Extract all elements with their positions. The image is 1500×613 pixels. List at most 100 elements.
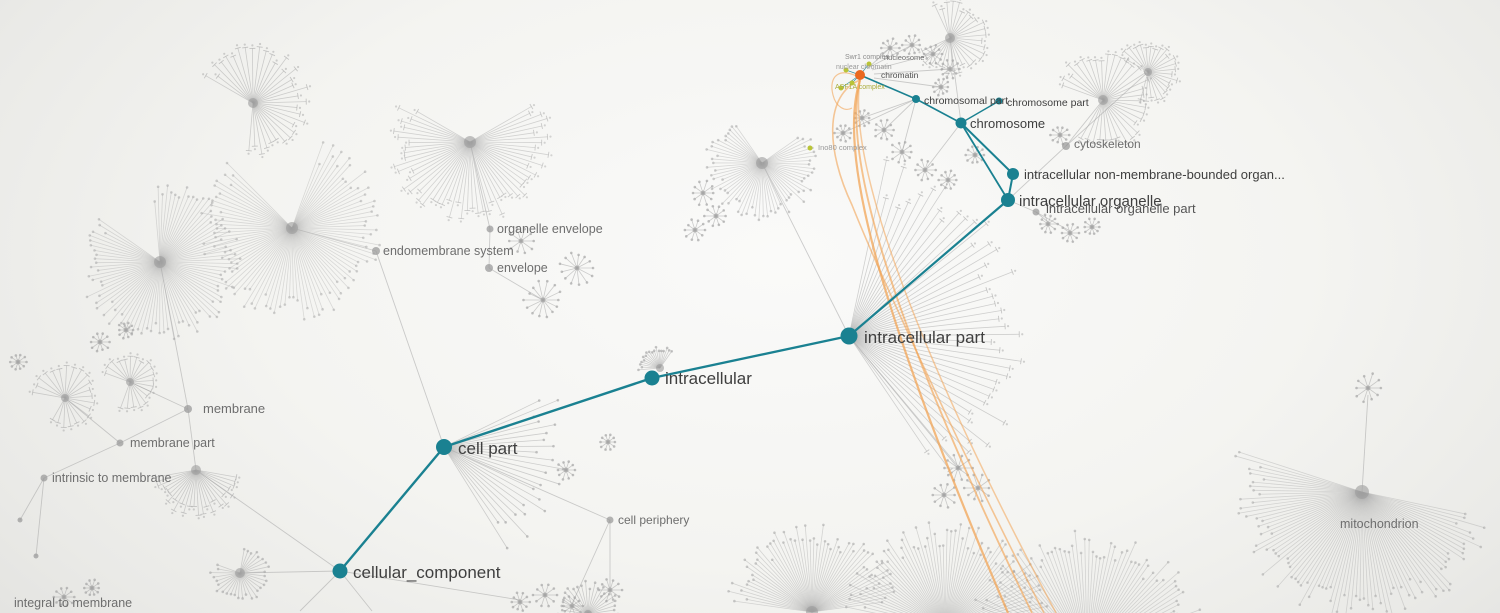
path-edge: [960, 100, 1000, 124]
gray-cluster: [556, 460, 577, 481]
gray-cluster: [531, 583, 559, 608]
node-cell_part[interactable]: [436, 439, 452, 455]
minor-node[interactable]: [843, 67, 849, 73]
gray-cluster: [389, 103, 553, 223]
gray-cluster: [597, 578, 624, 603]
term-label-small[interactable]: ASF1A complex: [835, 84, 885, 91]
term-label[interactable]: organelle envelope: [497, 222, 603, 236]
node-label-cellular_component[interactable]: cellular_component: [353, 563, 501, 582]
gray-cluster: [683, 218, 707, 242]
gray-cluster: [562, 595, 585, 613]
gray-cluster: [82, 578, 101, 597]
nodes: [332, 61, 1019, 579]
node-chromosome[interactable]: [955, 117, 967, 129]
gray-node[interactable]: [1032, 208, 1040, 216]
term-label[interactable]: membrane: [203, 401, 265, 416]
gray-node[interactable]: [485, 264, 493, 272]
node-cellular_component[interactable]: [332, 563, 348, 579]
gray-node[interactable]: [40, 474, 48, 482]
gray-cluster: [101, 352, 158, 413]
gray-cluster: [962, 473, 991, 503]
gray-cluster: [940, 58, 961, 80]
gray-node[interactable]: [606, 516, 614, 524]
term-label[interactable]: envelope: [497, 261, 548, 275]
term-label-small[interactable]: nucleosome: [884, 53, 924, 62]
node-intracellular_part[interactable]: [840, 327, 858, 345]
gray-cluster: [28, 361, 99, 432]
gray-cluster: [914, 158, 938, 182]
path-edge: [650, 334, 851, 380]
gray-node[interactable]: [17, 517, 23, 523]
gray-cluster: [1083, 217, 1101, 235]
selected-node-label[interactable]: chromatin: [881, 70, 919, 80]
gray-cluster: [202, 42, 312, 159]
gray-cluster: [702, 204, 727, 228]
term-label[interactable]: membrane part: [130, 436, 215, 450]
term-label-small[interactable]: Ino80 complex: [818, 143, 867, 152]
term-label[interactable]: integral to membrane: [14, 596, 132, 610]
gray-cluster: [117, 321, 135, 340]
node-label-chromosome[interactable]: chromosome: [970, 116, 1045, 131]
path-edge: [915, 98, 962, 124]
gray-clusters: [8, 0, 1486, 613]
term-label[interactable]: intrinsic to membrane: [52, 471, 172, 485]
gray-node[interactable]: [33, 553, 39, 559]
node-intracellular_organelle[interactable]: [1001, 193, 1015, 207]
path-edge: [960, 122, 1009, 201]
gray-node[interactable]: [116, 439, 124, 447]
gray-cluster: [931, 483, 956, 509]
path-edge: [338, 445, 446, 573]
node-label-intracellular_part[interactable]: intracellular part: [864, 328, 985, 347]
node-intracellular[interactable]: [644, 370, 660, 386]
node-label-chromosome_part[interactable]: chromosome part: [1007, 97, 1089, 109]
term-label[interactable]: cytoskeleton: [1074, 137, 1141, 151]
node-label-intracellular_nmb_organelle[interactable]: intracellular non-membrane-bounded organ…: [1024, 167, 1285, 182]
minor-node[interactable]: [866, 61, 872, 67]
node-label-cell_part[interactable]: cell part: [458, 439, 518, 458]
gray-node[interactable]: [372, 247, 380, 255]
gray-cluster: [844, 521, 1049, 613]
gray-cluster: [974, 529, 1202, 613]
highlight-curves: [831, 72, 1057, 613]
gray-cluster: [705, 124, 817, 222]
minor-node[interactable]: [849, 80, 855, 86]
gray-cluster: [1120, 40, 1181, 106]
gray-cluster: [8, 353, 28, 371]
gray-cluster: [1234, 450, 1486, 613]
gray-cluster: [209, 547, 270, 600]
gray-cluster: [900, 34, 922, 56]
gray-cluster: [599, 433, 617, 451]
node-label-chromosomal_part[interactable]: chromosomal part: [924, 95, 1008, 107]
gray-cluster: [833, 124, 853, 143]
minor-node[interactable]: [807, 145, 813, 151]
gray-node[interactable]: [486, 225, 494, 233]
node-chromosomal_part[interactable]: [912, 95, 920, 103]
gray-edges: [17, 37, 1369, 612]
labels: cellular_component cell part intracellular…: [14, 53, 1419, 610]
path-edge: [859, 74, 917, 100]
gray-node[interactable]: [184, 405, 192, 413]
highlight-curve: [857, 79, 1057, 613]
node-chromosome_part[interactable]: [995, 97, 1003, 105]
node-label-intracellular[interactable]: intracellular: [665, 369, 752, 388]
gray-cluster: [937, 169, 958, 190]
selected-node-chromatin[interactable]: [855, 70, 865, 80]
term-label[interactable]: intracellular organelle part: [1046, 201, 1196, 216]
highlight-curve: [831, 79, 1045, 613]
gray-cluster: [89, 332, 111, 353]
node-intracellular_nmb_organelle[interactable]: [1007, 168, 1019, 180]
node-label-intracellular_organelle[interactable]: intracellular organelle: [1019, 193, 1162, 210]
gray-cluster: [1058, 50, 1153, 148]
minor-node[interactable]: [838, 85, 844, 91]
gray-cluster: [510, 591, 532, 612]
gray-cluster: [637, 345, 674, 372]
term-label[interactable]: mitochondrion: [1340, 517, 1419, 531]
term-label-small[interactable]: Swr1 complex: [845, 54, 889, 61]
term-label[interactable]: cell periphery: [618, 513, 689, 527]
gray-node[interactable]: [1062, 142, 1070, 150]
gray-cluster: [964, 145, 986, 164]
term-label-small[interactable]: nuclear chromatin: [836, 64, 892, 71]
gray-cluster: [52, 586, 76, 607]
term-label[interactable]: endomembrane system: [383, 244, 514, 258]
